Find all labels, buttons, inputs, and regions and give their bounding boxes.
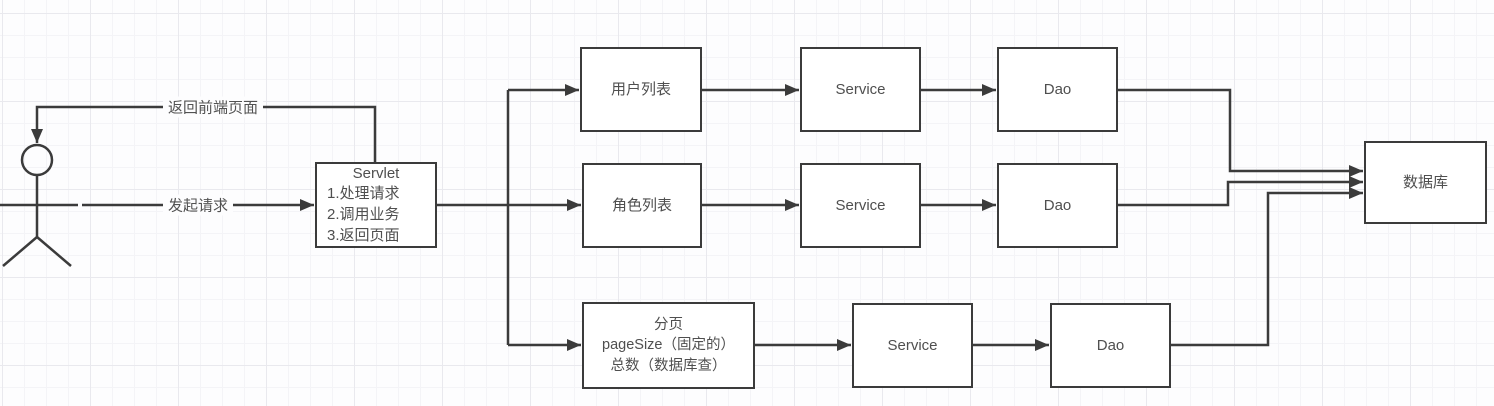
dao-label-row2: Dao — [1043, 196, 1072, 214]
dao-label-row3: Dao — [1096, 336, 1125, 354]
role-list-node[interactable]: 角色列表 — [582, 163, 702, 248]
service-node-row3[interactable]: Service — [852, 303, 973, 388]
service-label-row1: Service — [835, 80, 886, 98]
servlet-node[interactable]: Servlet 1.处理请求 2.调用业务 3.返回页面 — [315, 162, 437, 248]
role-list-label: 角色列表 — [611, 196, 672, 214]
pagination-line-2: pageSize（固定的） — [602, 337, 735, 354]
database-label: 数据库 — [1402, 173, 1448, 191]
servlet-step-1: 1.处理请求 — [327, 185, 400, 203]
pagination-line-3: 总数（数据库查） — [610, 357, 727, 374]
pagination-line-1: 分页 — [654, 317, 683, 334]
service-label-row2: Service — [835, 196, 886, 214]
edge-dao3-to-database — [1171, 187, 1363, 347]
servlet-step-3: 3.返回页面 — [327, 226, 400, 244]
edge-dao2-to-database — [1118, 176, 1363, 207]
actor-stick-figure-icon[interactable] — [0, 143, 78, 267]
dao-node-row2[interactable]: Dao — [997, 163, 1118, 248]
user-list-label: 用户列表 — [610, 80, 671, 98]
servlet-step-2: 2.调用业务 — [327, 206, 400, 223]
dao-node-row3[interactable]: Dao — [1050, 303, 1171, 388]
edge-label-return-page: 返回前端页面 — [162, 96, 264, 118]
user-list-node[interactable]: 用户列表 — [580, 47, 702, 132]
database-node[interactable]: 数据库 — [1364, 141, 1487, 224]
edge-dao1-to-database — [1118, 88, 1363, 177]
servlet-title: Servlet — [352, 164, 400, 182]
service-node-row1[interactable]: Service — [800, 47, 921, 132]
dao-label-row1: Dao — [1043, 80, 1072, 98]
dao-node-row1[interactable]: Dao — [997, 47, 1118, 132]
service-label-row3: Service — [887, 336, 938, 354]
service-node-row2[interactable]: Service — [800, 163, 921, 248]
pagination-node[interactable]: 分页 pageSize（固定的） 总数（数据库查） — [582, 302, 755, 389]
edge-label-send-request: 发起请求 — [162, 194, 234, 216]
